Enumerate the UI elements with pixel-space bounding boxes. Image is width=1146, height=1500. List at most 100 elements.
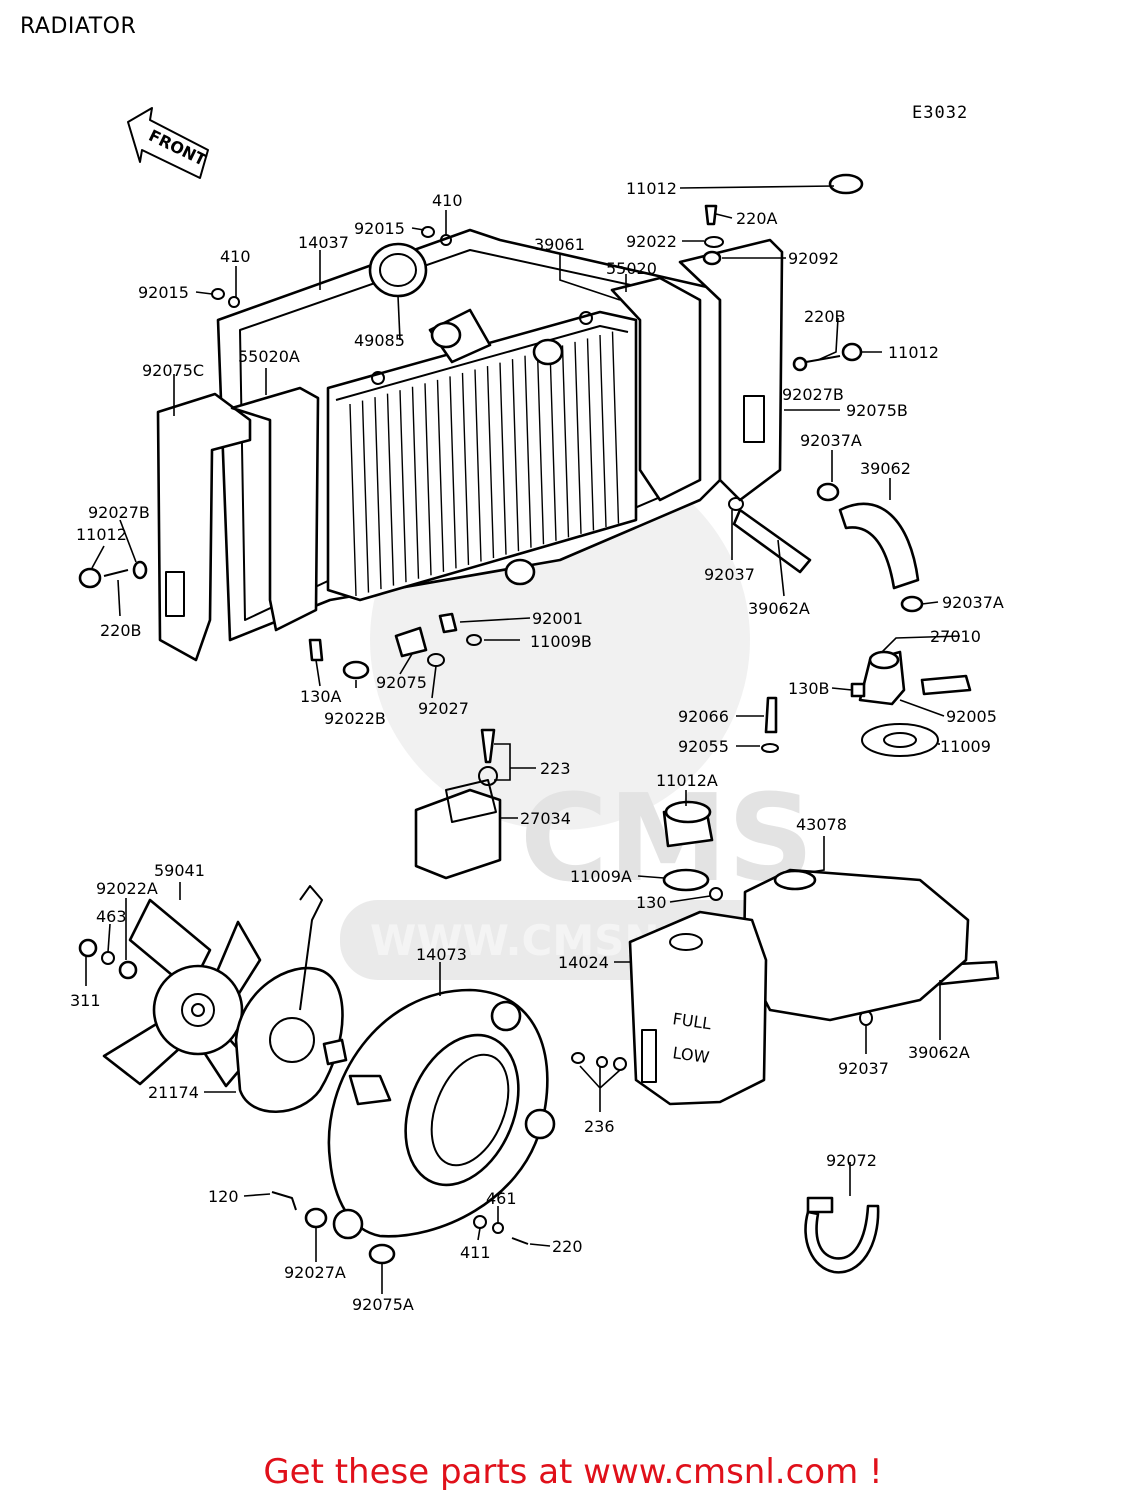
part-label: 92075C — [142, 361, 204, 380]
part-label: 43078 — [796, 815, 847, 834]
part-label: 130B — [788, 679, 830, 698]
radiator-fin — [524, 355, 532, 548]
part-label: 55020A — [238, 347, 300, 366]
part-label: 92027 — [418, 699, 469, 718]
water-outlet — [761, 650, 972, 757]
fan-blade — [102, 898, 262, 1088]
radiator-fin — [386, 393, 395, 586]
part-labels: 11012 220A 92022 92092 410 92015 14037 3… — [70, 179, 1004, 1314]
part-label: 92055 — [678, 737, 729, 756]
part-label: 49085 — [354, 331, 405, 350]
fan-relay — [414, 728, 502, 880]
fan-motor — [234, 885, 348, 1113]
radiator-fin — [399, 390, 407, 583]
radiator-fin — [574, 341, 582, 534]
hoses — [732, 502, 1000, 992]
part-label: 92037 — [838, 1059, 889, 1078]
radiator-fin — [461, 372, 470, 565]
radiator-fin — [499, 362, 507, 555]
part-label: 14073 — [416, 945, 467, 964]
part-label: 11012 — [888, 343, 939, 362]
part-label: 55020 — [606, 259, 657, 278]
part-label: 14037 — [298, 233, 349, 252]
part-label: 11009 — [940, 737, 991, 756]
right-bracket — [610, 238, 784, 502]
part-label: 11012 — [76, 525, 127, 544]
part-label: 11012A — [656, 771, 718, 790]
part-label: 11009B — [530, 632, 592, 651]
part-label: 92015 — [354, 219, 405, 238]
left-bracket — [156, 386, 320, 662]
page-title: RADIATOR — [20, 14, 137, 39]
radiator-core — [326, 242, 638, 602]
radiator-fin — [511, 359, 520, 552]
part-label: 11012 — [626, 179, 677, 198]
part-label: 92075A — [352, 1295, 414, 1314]
part-label: 92027A — [284, 1263, 346, 1282]
radiator-fin — [361, 400, 370, 593]
part-label: 14024 — [558, 953, 609, 972]
part-label: 92022 — [626, 232, 677, 251]
part-label: 11009A — [570, 867, 632, 886]
radiator-fin — [349, 403, 357, 597]
part-label: 92037A — [942, 593, 1004, 612]
part-label: 92075B — [846, 401, 908, 420]
part-label: 92022A — [96, 879, 158, 898]
part-label: 220B — [804, 307, 846, 326]
radiator-fin — [611, 331, 620, 524]
part-label: 27010 — [930, 627, 981, 646]
part-label: 410 — [432, 191, 463, 210]
footer-promo-link[interactable]: Get these parts at www.cmsnl.com ! — [263, 1452, 883, 1492]
clamps — [728, 482, 924, 1274]
radiator-fin — [599, 334, 607, 528]
part-label: 130A — [300, 687, 342, 706]
radiator-fin — [549, 348, 557, 541]
diagram-code: E3032 — [912, 103, 968, 123]
leader-lines — [85, 185, 961, 1294]
gauge-low: LOW — [671, 1043, 710, 1067]
radiator-exploded-diagram: CMS WWW.CMSNL.COM FRONT E3032 — [70, 103, 1004, 1314]
radiator-fin — [561, 345, 570, 538]
part-label: 410 — [220, 247, 251, 266]
part-label: 92075 — [376, 673, 427, 692]
part-label: 236 — [584, 1117, 615, 1136]
part-label: 311 — [70, 991, 101, 1010]
radiator-fin — [536, 352, 545, 545]
part-label: 463 — [96, 907, 127, 926]
radiator-fin — [424, 383, 432, 576]
part-label: 92037A — [800, 431, 862, 450]
radiator-fin — [586, 338, 595, 531]
part-label: 59041 — [154, 861, 205, 880]
part-label: 92005 — [946, 707, 997, 726]
part-label: 92072 — [826, 1151, 877, 1170]
part-label: 92066 — [678, 707, 729, 726]
part-label: 92001 — [532, 609, 583, 628]
part-label: 21174 — [148, 1083, 199, 1102]
front-label: FRONT — [146, 126, 209, 170]
part-label: 39062A — [908, 1043, 970, 1062]
radiator-fin — [486, 366, 495, 559]
reserve-tank: FULL LOW — [628, 800, 970, 1106]
part-label: 39061 — [534, 235, 585, 254]
part-label: 411 — [460, 1243, 491, 1262]
radiator-fin — [374, 397, 382, 590]
radiator-fin — [436, 379, 445, 572]
part-label: 220B — [100, 621, 142, 640]
part-label: 92022B — [324, 709, 386, 728]
part-label: 120 — [208, 1187, 239, 1206]
part-label: 130 — [636, 893, 667, 912]
radiator-fin — [449, 376, 457, 569]
radiator-fin — [474, 369, 482, 562]
part-label: 39062 — [860, 459, 911, 478]
part-label: 92015 — [138, 283, 189, 302]
fan-shroud — [327, 988, 556, 1240]
part-label: 27034 — [520, 809, 571, 828]
part-label: 39062A — [748, 599, 810, 618]
radiator-fin — [411, 386, 420, 579]
part-label: 220A — [736, 209, 778, 228]
part-label: 223 — [540, 759, 571, 778]
front-arrow: FRONT — [127, 107, 209, 179]
part-label: 461 — [486, 1189, 517, 1208]
part-label: 92037 — [704, 565, 755, 584]
part-label: 220 — [552, 1237, 583, 1256]
